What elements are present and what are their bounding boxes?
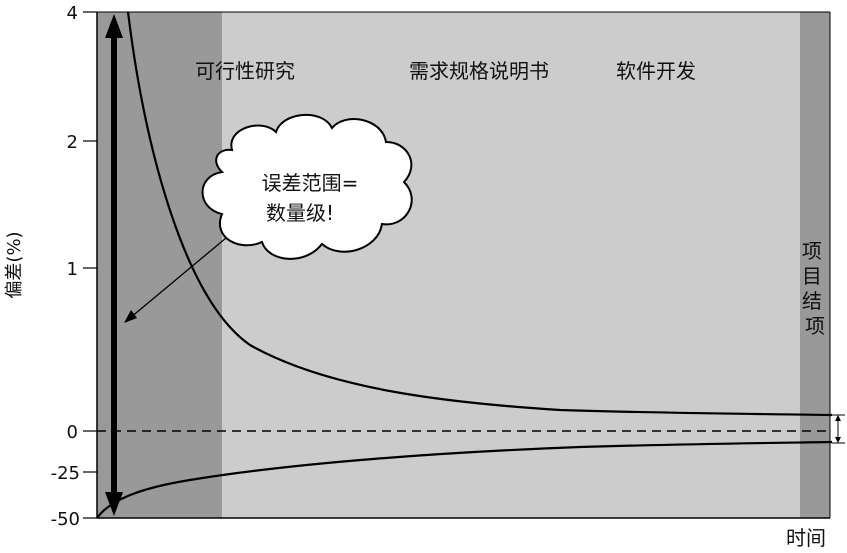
- y-tick-label-2: 2: [67, 132, 78, 153]
- y-tick-label-minus-50: -50: [51, 509, 80, 530]
- callout-text-line1: 误差范围=: [262, 171, 359, 195]
- x-axis-label: 时间: [786, 526, 826, 550]
- final-range-arrow-top-head: [835, 415, 841, 421]
- y-tick-label-0: 0: [67, 422, 78, 443]
- closing-phase-band: [800, 12, 830, 518]
- phase-label-project-closure: 项 目 结 项: [802, 239, 828, 338]
- phase-label-feasibility: 可行性研究: [195, 59, 295, 83]
- closure-char-1: 项: [802, 239, 822, 263]
- closure-char-3: 结: [802, 289, 822, 313]
- y-tick-marks: [83, 11, 97, 519]
- phase-label-requirements: 需求规格说明书: [409, 59, 549, 83]
- y-tick-label-minus-25: -25: [51, 463, 80, 484]
- callout-pointer-line: [129, 237, 227, 319]
- y-tick-label-1: 1: [67, 259, 78, 280]
- closure-char-2: 目: [802, 264, 822, 288]
- y-axis-label: 偏差(%): [4, 231, 25, 298]
- middle-phase-band: [222, 12, 800, 518]
- callout-cloud: [201, 114, 413, 260]
- closure-char-4: 项: [805, 314, 825, 338]
- phase-label-development: 软件开发: [616, 59, 696, 83]
- lower-bound-curve: [96, 440, 833, 519]
- initial-range-arrow-top-head: [105, 14, 123, 38]
- upper-bound-curve: [126, 11, 833, 417]
- y-tick-label-4: 4: [67, 3, 78, 24]
- final-range-arrow-bottom-head: [835, 437, 841, 443]
- callout-text-line2: 数量级!: [266, 201, 334, 225]
- early-phase-band: [97, 12, 222, 518]
- initial-range-arrow-bottom-head: [105, 492, 123, 516]
- callout-pointer-head: [124, 310, 137, 323]
